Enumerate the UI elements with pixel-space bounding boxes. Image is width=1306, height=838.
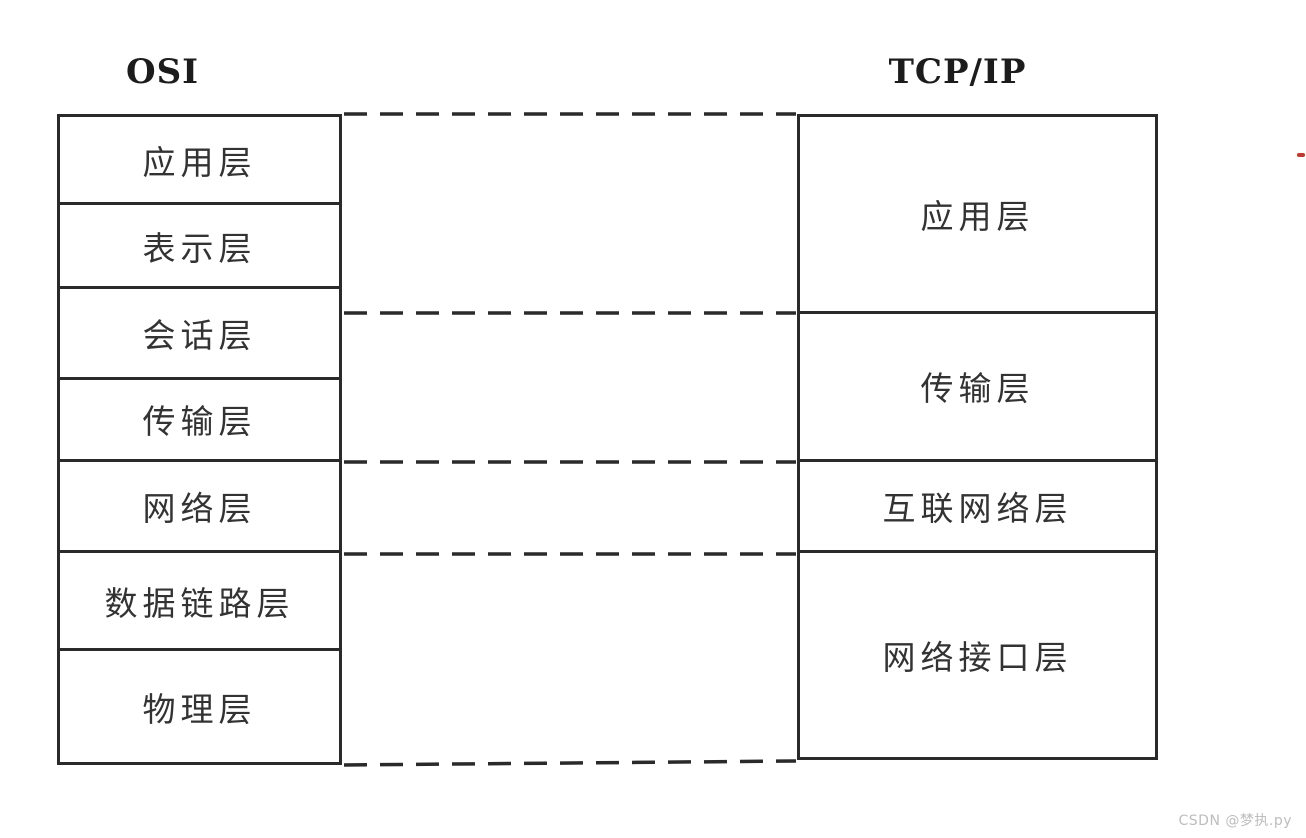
tcpip-layer-internet: 互联网络层 <box>800 462 1155 553</box>
csdn-watermark: CSDN @梦执.py <box>1178 813 1292 829</box>
osi-layer-transport: 传输层 <box>60 380 339 462</box>
osi-layer-table: 应用层 表示层 会话层 传输层 网络层 数据链路层 物理层 <box>57 114 342 765</box>
osi-layer-application: 应用层 <box>60 117 339 206</box>
osi-layer-session: 会话层 <box>60 289 339 380</box>
tcpip-layer-transport: 传输层 <box>800 314 1155 462</box>
tcpip-layer-table: 应用层 传输层 互联网络层 网络接口层 <box>797 114 1158 760</box>
osi-layer-datalink: 数据链路层 <box>60 553 339 652</box>
tcpip-layer-application: 应用层 <box>800 117 1155 315</box>
mapping-dashed-line-bottom <box>343 759 797 767</box>
osi-layer-physical: 物理层 <box>142 689 257 729</box>
red-cursor-mark <box>1297 153 1305 157</box>
osi-layer-presentation: 表示层 <box>60 205 339 290</box>
osi-model-title: OSI <box>125 52 200 92</box>
tcpip-model-title: TCP/IP <box>888 52 1027 92</box>
osi-layer-network: 网络层 <box>60 462 339 553</box>
tcpip-layer-network-interface: 网络接口层 <box>882 637 1073 677</box>
